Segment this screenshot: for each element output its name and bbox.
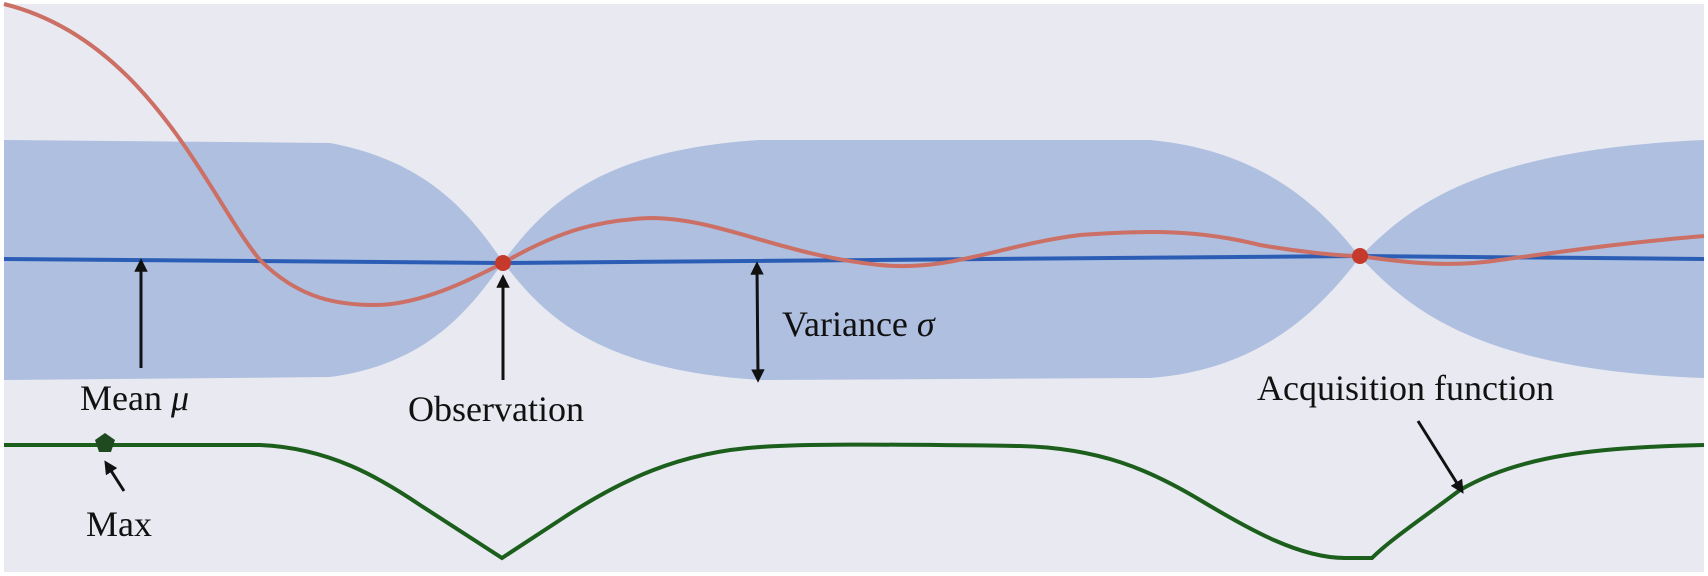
acquisition-arrow xyxy=(1416,420,1464,494)
objective-curve xyxy=(3,2,1705,308)
max-marker xyxy=(95,433,115,452)
variance-label: Variance σ xyxy=(782,304,936,344)
mean-label: Mean μ xyxy=(80,378,189,418)
variance-arrow xyxy=(750,261,765,383)
max-arrow xyxy=(104,460,126,492)
observation-point xyxy=(1352,248,1368,264)
mean-label-text: Mean xyxy=(80,378,162,418)
variance-symbol: σ xyxy=(917,304,936,344)
observation-label: Observation xyxy=(408,389,584,429)
acquisition-label: Acquisition function xyxy=(1257,368,1554,408)
acquisition-curve xyxy=(4,442,1705,561)
max-label: Max xyxy=(86,504,152,544)
observation-point xyxy=(495,255,511,271)
mean-symbol: μ xyxy=(170,378,189,418)
variance-label-text: Variance xyxy=(782,304,908,344)
